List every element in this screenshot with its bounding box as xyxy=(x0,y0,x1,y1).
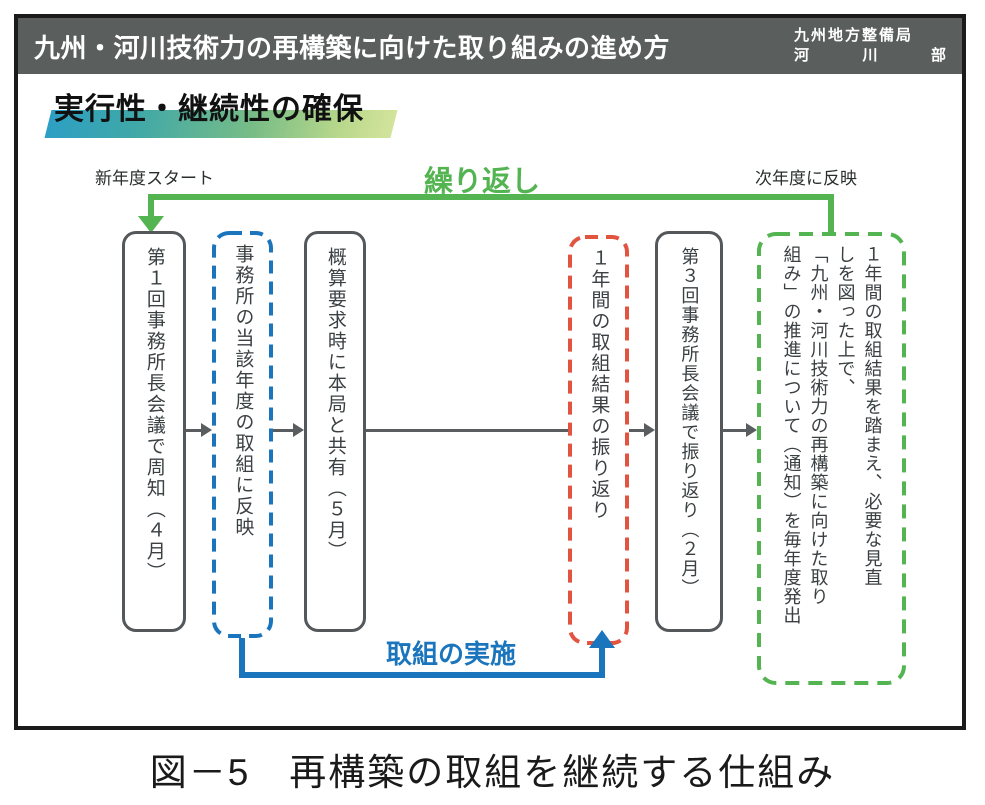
blue-dashed-frame xyxy=(212,231,273,638)
repeat-arrow-right-vertical-line xyxy=(828,198,834,232)
down-arrowhead-icon xyxy=(138,216,164,233)
right-arrowhead-icon xyxy=(293,423,304,437)
connector-arrow-line xyxy=(629,429,645,432)
flow-box-text: 事務所の当該年度の取組に反映 xyxy=(232,244,254,538)
flow-box-third-meeting: 第３回事務所長会議で振り返り（２月） xyxy=(655,231,723,632)
connector-arrow-line xyxy=(723,429,747,432)
org-char: 河 xyxy=(794,47,810,64)
flow-box-first-meeting: 第１回事務所長会議で周知（４月） xyxy=(122,231,186,632)
header-bar: 九州・河川技術力の再構築に向けた取り組みの進め方 九州地方整備局 河 川 部 xyxy=(18,18,962,74)
implementation-arrow-horizontal-line xyxy=(239,672,605,678)
flow-box-text: １年間の取組結果を踏まえ、必要な見直 しを図った上で、 「九州・河川技術力の再構… xyxy=(781,245,883,625)
green-dashed-frame xyxy=(757,232,906,685)
repeat-arrow-horizontal-line xyxy=(148,194,834,200)
right-arrowhead-icon xyxy=(644,423,655,437)
connector-arrow-line xyxy=(186,429,202,432)
org-line-1: 九州地方整備局 xyxy=(794,26,914,44)
right-arrowhead-icon xyxy=(201,423,212,437)
figure-caption: 図－5 再構築の取組を継続する仕組み xyxy=(149,752,836,793)
slide-panel: 九州・河川技術力の再構築に向けた取り組みの進め方 九州地方整備局 河 川 部 実… xyxy=(14,14,966,730)
new-year-start-label: 新年度スタート xyxy=(95,169,214,188)
up-arrowhead-icon xyxy=(589,630,615,648)
connector-arrow-line xyxy=(273,429,294,432)
right-arrowhead-icon xyxy=(746,423,757,437)
org-line-2: 河 川 部 xyxy=(794,46,946,66)
flow-box-text: 概算要求時に本局と共有（５月） xyxy=(324,247,346,562)
implementation-arrow-left-vertical-line xyxy=(239,638,245,678)
organization-name: 九州地方整備局 河 川 部 xyxy=(794,26,946,67)
slide-title: 九州・河川技術力の再構築に向けた取り組みの進め方 xyxy=(34,32,671,63)
flow-box-text: 第３回事務所長会議で振り返り（２月） xyxy=(679,247,700,598)
flow-box-text: 第１回事務所長会議で周知（４月） xyxy=(143,247,165,583)
repeat-arrow-left-vertical-line xyxy=(148,198,154,218)
reflect-next-year-label: 次年度に反映 xyxy=(755,169,857,188)
implementation-arrow-right-vertical-line xyxy=(599,648,605,676)
section-heading-text: 実行性・継続性の確保 xyxy=(54,93,364,126)
org-char: 川 xyxy=(862,47,878,64)
flow-box-text: １年間の取組結果の振り返り xyxy=(588,248,610,521)
flow-box-office-reflection: 事務所の当該年度の取組に反映 xyxy=(212,231,273,638)
repeat-label: 繰り返し xyxy=(424,166,541,198)
section-heading: 実行性・継続性の確保 xyxy=(44,84,398,138)
flow-box-annual-notice: １年間の取組結果を踏まえ、必要な見直 しを図った上で、 「九州・河川技術力の再構… xyxy=(757,232,906,685)
flow-box-annual-review: １年間の取組結果の振り返り xyxy=(568,235,629,645)
implementation-label: 取組の実施 xyxy=(386,639,517,669)
org-char: 部 xyxy=(930,47,946,64)
connector-line-long xyxy=(366,429,568,432)
flow-box-budget-request: 概算要求時に本局と共有（５月） xyxy=(304,231,366,632)
